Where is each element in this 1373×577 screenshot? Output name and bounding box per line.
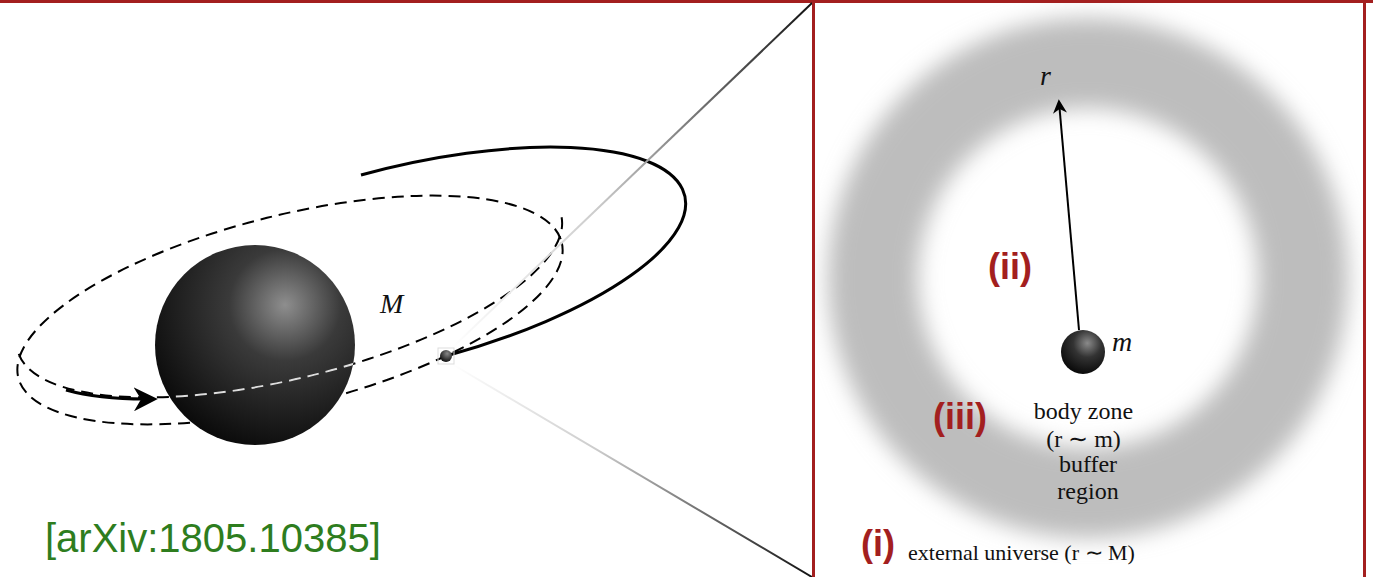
citation: [arXiv:1805.10385] [45,516,381,561]
region-number: (iii) [933,396,987,438]
orbit-front [18,217,562,397]
region-label: external universe (r ∼ M) [908,540,1135,566]
region-label: body zone (r ∼ m) [1026,398,1141,453]
zoom-line [452,3,812,348]
orbit-dashed [0,150,585,470]
orbit-front-over-sphere [18,217,562,397]
mass-label: m [1112,326,1132,358]
small-body [440,350,452,362]
zoom-box [438,348,454,364]
zoom-line [452,364,812,577]
region-number: (ii) [988,246,1032,288]
orbit-solid [361,147,686,356]
mass-label: M [380,288,403,320]
external-universe-panel: (ii)body zone (r ∼ m)(iii)buffer region(… [812,0,1366,577]
small-mass-sphere [1061,330,1105,374]
radius-label: r [1040,60,1051,92]
large-black-hole [155,245,355,445]
region-number: (i) [861,523,895,565]
buffer-ring [873,63,1303,493]
radius-arrow [1059,102,1079,330]
buffer-region: (ii) body zone (r ∼ m) (iii) buffer region [828,18,1348,538]
region-label: buffer region [1038,451,1138,505]
orbit-direction-arrow [66,390,153,399]
